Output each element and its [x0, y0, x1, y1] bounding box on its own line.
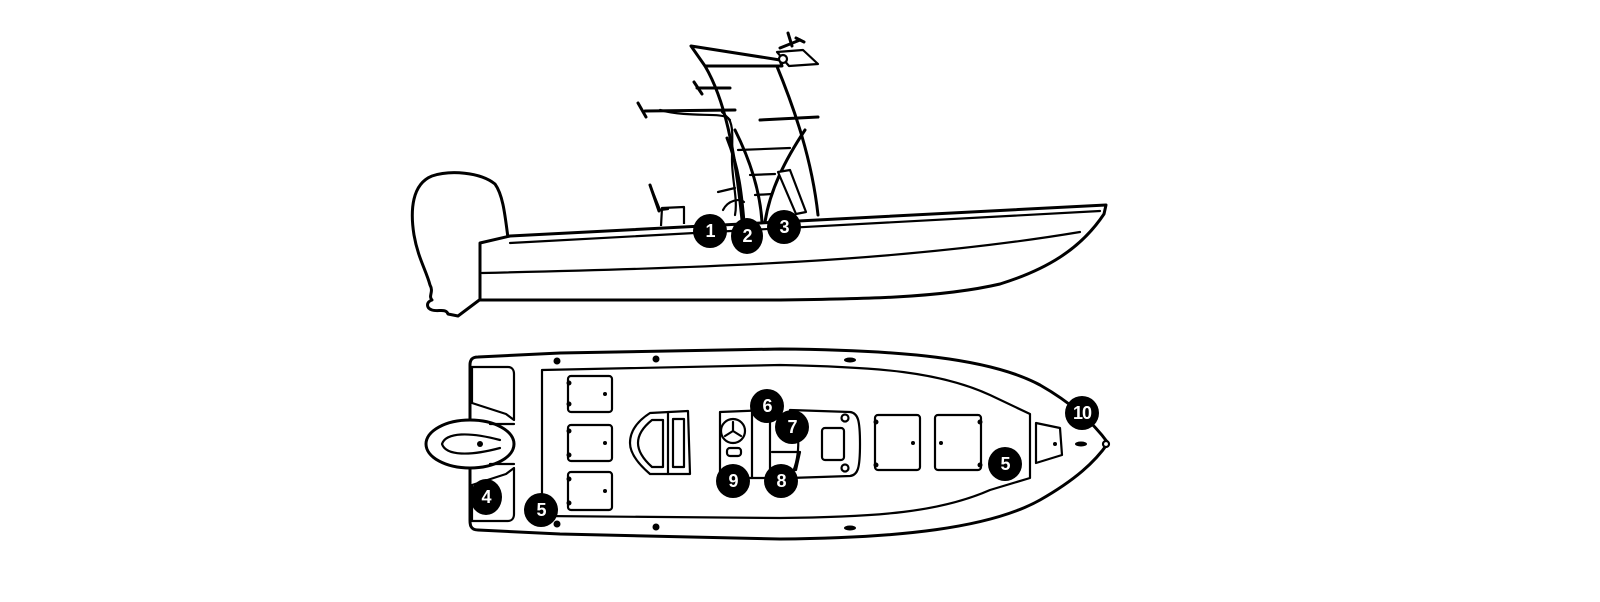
- callout-5-bow[interactable]: 5: [988, 447, 1022, 481]
- outboard-top: [424, 418, 516, 470]
- callout-10[interactable]: 10: [1065, 396, 1099, 430]
- hull-side: [478, 203, 1108, 302]
- callout-2[interactable]: 2: [731, 218, 763, 254]
- aft-hatches: [566, 374, 614, 512]
- outboard-motor: [410, 171, 510, 318]
- callout-4[interactable]: 4: [470, 479, 502, 515]
- callout-1[interactable]: 1: [693, 214, 727, 248]
- side-profile-view: [410, 31, 1108, 318]
- callout-3[interactable]: 3: [767, 210, 801, 244]
- callout-5-aft[interactable]: 5: [524, 493, 558, 527]
- top-down-view: [424, 347, 1111, 541]
- leaning-post: [659, 205, 686, 227]
- callout-8[interactable]: 8: [764, 464, 798, 498]
- callout-9[interactable]: 9: [716, 464, 750, 498]
- t-top-canopy: [689, 44, 784, 68]
- callout-7[interactable]: 7: [775, 410, 809, 444]
- deck-outline: [540, 363, 1032, 520]
- forward-hatches: [873, 413, 1064, 472]
- hull-top: [468, 347, 1110, 541]
